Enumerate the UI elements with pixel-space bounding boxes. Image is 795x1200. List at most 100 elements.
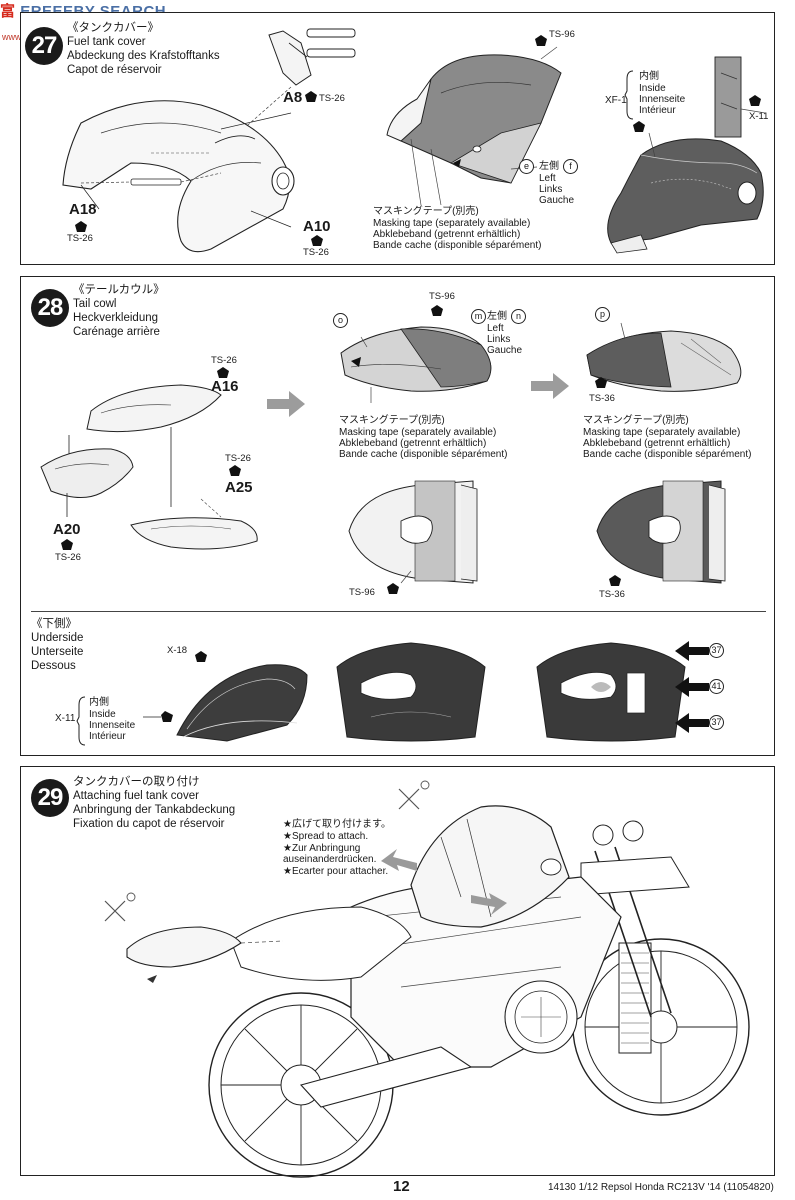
marker-n: n bbox=[511, 309, 526, 324]
step-28-mask1-jp: マスキングテープ(別売) bbox=[339, 415, 445, 426]
step-28-inside-de: Innenseite bbox=[89, 720, 136, 731]
painted-tank-cover-drawing bbox=[607, 56, 766, 254]
step-28-title-jp: 《テールカウル》 bbox=[73, 284, 165, 296]
decal-37-top: 37 bbox=[709, 643, 724, 658]
step-28-mask2-en: Masking tape (separately available) bbox=[583, 427, 741, 438]
underside-view-1-drawing bbox=[176, 664, 308, 742]
a25-paint-code: TS-26 bbox=[225, 453, 251, 464]
marker-e: e bbox=[519, 159, 534, 174]
step-27-side-de: Links bbox=[539, 184, 563, 195]
step-28-divider bbox=[31, 611, 766, 612]
xf1-paint-code: XF-1 bbox=[605, 95, 627, 106]
decal-41: 41 bbox=[709, 679, 724, 694]
watermark-brand-cn: 富 bbox=[0, 3, 16, 20]
decal-arrow-2 bbox=[675, 677, 709, 697]
ts96-paint-code: TS-96 bbox=[549, 29, 575, 40]
step-27-panel: 27 《タンクカバー》 Fuel tank cover Abdeckung de… bbox=[20, 12, 775, 265]
step-29-title: タンクカバーの取り付け Attaching fuel tank cover An… bbox=[73, 775, 235, 831]
flow-arrow-1 bbox=[267, 391, 305, 417]
step-28-side-fr: Gauche bbox=[487, 345, 523, 356]
step-27-inside-fr: Intérieur bbox=[639, 105, 676, 116]
a25-paint-marker bbox=[229, 465, 241, 476]
painted-tail-cowl-drawing bbox=[586, 322, 742, 392]
underside-title-fr: Dessous bbox=[31, 660, 76, 672]
step-27-badge: 27 bbox=[25, 27, 63, 65]
step-28-side-de: Links bbox=[487, 334, 511, 345]
ts96-rear-code: TS-96 bbox=[349, 587, 375, 598]
step-27-inside-jp: 内側 bbox=[639, 71, 659, 82]
step-27-title-de: Abdeckung des Krafstofftanks bbox=[67, 50, 220, 62]
step-27-mask-fr: Bande cache (disponible séparément) bbox=[373, 240, 542, 251]
step-29-badge: 29 bbox=[31, 779, 69, 817]
step-29-panel: 29 タンクカバーの取り付け Attaching fuel tank cover… bbox=[20, 766, 775, 1178]
step-27-mask-jp: マスキングテープ(別売) bbox=[373, 206, 479, 217]
step-27-mask-en: Masking tape (separately available) bbox=[373, 218, 531, 229]
tail-cowl-exploded-drawing bbox=[40, 384, 258, 550]
step-27-title-en: Fuel tank cover bbox=[67, 36, 146, 48]
part-a20-label: A20 bbox=[53, 521, 81, 538]
step-28-mask2-jp: マスキングテープ(別売) bbox=[583, 415, 689, 426]
step-27-side-jp: 左側 bbox=[539, 161, 559, 172]
a10-paint-code: TS-26 bbox=[303, 247, 329, 258]
step-27-side-fr: Gauche bbox=[539, 195, 575, 206]
underside-title-en: Underside bbox=[31, 632, 84, 644]
step-27-side-en: Left bbox=[539, 173, 556, 184]
step-27-title-fr: Capot de réservoir bbox=[67, 64, 162, 76]
ts36-rear-marker bbox=[609, 575, 621, 586]
step-28-panel: 28 《テールカウル》 Tail cowl Heckverkleidung Ca… bbox=[20, 276, 775, 756]
ts36-top-code: TS-36 bbox=[589, 393, 615, 404]
part-a25-label: A25 bbox=[225, 479, 253, 496]
ts96-rear-marker bbox=[387, 583, 399, 594]
part-a16-label: A16 bbox=[211, 378, 239, 395]
marker-f: f bbox=[563, 159, 578, 174]
step-28-inside-en: Inside bbox=[89, 709, 116, 720]
step-28-title-de: Heckverkleidung bbox=[73, 312, 159, 324]
part-a18-label: A18 bbox=[69, 201, 97, 218]
page-number: 12 bbox=[393, 1178, 410, 1195]
step-29-title-jp: タンクカバーの取り付け bbox=[73, 776, 200, 788]
step-28-badge: 28 bbox=[31, 289, 69, 327]
a8-paint-code: TS-26 bbox=[319, 93, 345, 104]
step-28-mask1-de: Abklebeband (getrennt erhältlich) bbox=[339, 438, 487, 449]
ts96-top-marker bbox=[431, 305, 443, 316]
underside-view-2-drawing bbox=[336, 642, 486, 742]
step-28-title-fr: Carénage arrière bbox=[73, 326, 160, 338]
step-28-mask1-fr: Bande cache (disponible séparément) bbox=[339, 449, 508, 460]
step-29-title-en: Attaching fuel tank cover bbox=[73, 790, 199, 802]
step-28-mask2-fr: Bande cache (disponible séparément) bbox=[583, 449, 752, 460]
underside-title-de: Unterseite bbox=[31, 646, 84, 658]
motorcycle-assembly-drawing bbox=[104, 780, 750, 1178]
step-27-inside-de: Innenseite bbox=[639, 94, 686, 105]
marker-m: m bbox=[471, 309, 486, 324]
step-27-inside-en: Inside bbox=[639, 83, 666, 94]
a20-paint-code: TS-26 bbox=[55, 552, 81, 563]
decal-arrow-3 bbox=[675, 713, 709, 733]
x11-under-paint-code: X-11 bbox=[55, 713, 76, 724]
step-28-title: 《テールカウル》 Tail cowl Heckverkleidung Carén… bbox=[73, 283, 165, 339]
a8-paint-marker bbox=[305, 91, 317, 102]
inside-bracket bbox=[76, 696, 86, 746]
ts36-rear-code: TS-36 bbox=[599, 589, 625, 600]
step-28-title-en: Tail cowl bbox=[73, 298, 117, 310]
painted-tail-rear-drawing bbox=[596, 480, 726, 584]
x18-paint-marker bbox=[195, 651, 207, 662]
step-29-note-en: ★Spread to attach. bbox=[283, 831, 369, 842]
a10-paint-marker bbox=[311, 235, 323, 246]
underside-title: 《下側》 Underside Unterseite Dessous bbox=[31, 617, 83, 673]
a20-paint-marker bbox=[61, 539, 73, 550]
step-28-inside-jp: 内側 bbox=[89, 697, 109, 708]
step-27-title-jp: 《タンクカバー》 bbox=[67, 22, 159, 34]
step-29-title-de: Anbringung der Tankabdeckung bbox=[73, 804, 236, 816]
ts96-paint-marker bbox=[535, 35, 547, 46]
underside-title-jp: 《下側》 bbox=[31, 618, 77, 630]
marker-p: p bbox=[595, 307, 610, 322]
footer-kit-info: 14130 1/12 Repsol Honda RC213V '14 (1105… bbox=[548, 1182, 774, 1193]
xf1-bracket bbox=[624, 70, 634, 120]
decal-37-bottom: 37 bbox=[709, 715, 724, 730]
xf1-paint-marker bbox=[633, 121, 645, 132]
marker-o: o bbox=[333, 313, 348, 328]
step-28-side-jp: 左側 bbox=[487, 311, 507, 322]
a18-paint-marker bbox=[75, 221, 87, 232]
x11-paint-marker bbox=[749, 95, 761, 106]
step-27-title: 《タンクカバー》 Fuel tank cover Abdeckung des K… bbox=[67, 21, 220, 77]
